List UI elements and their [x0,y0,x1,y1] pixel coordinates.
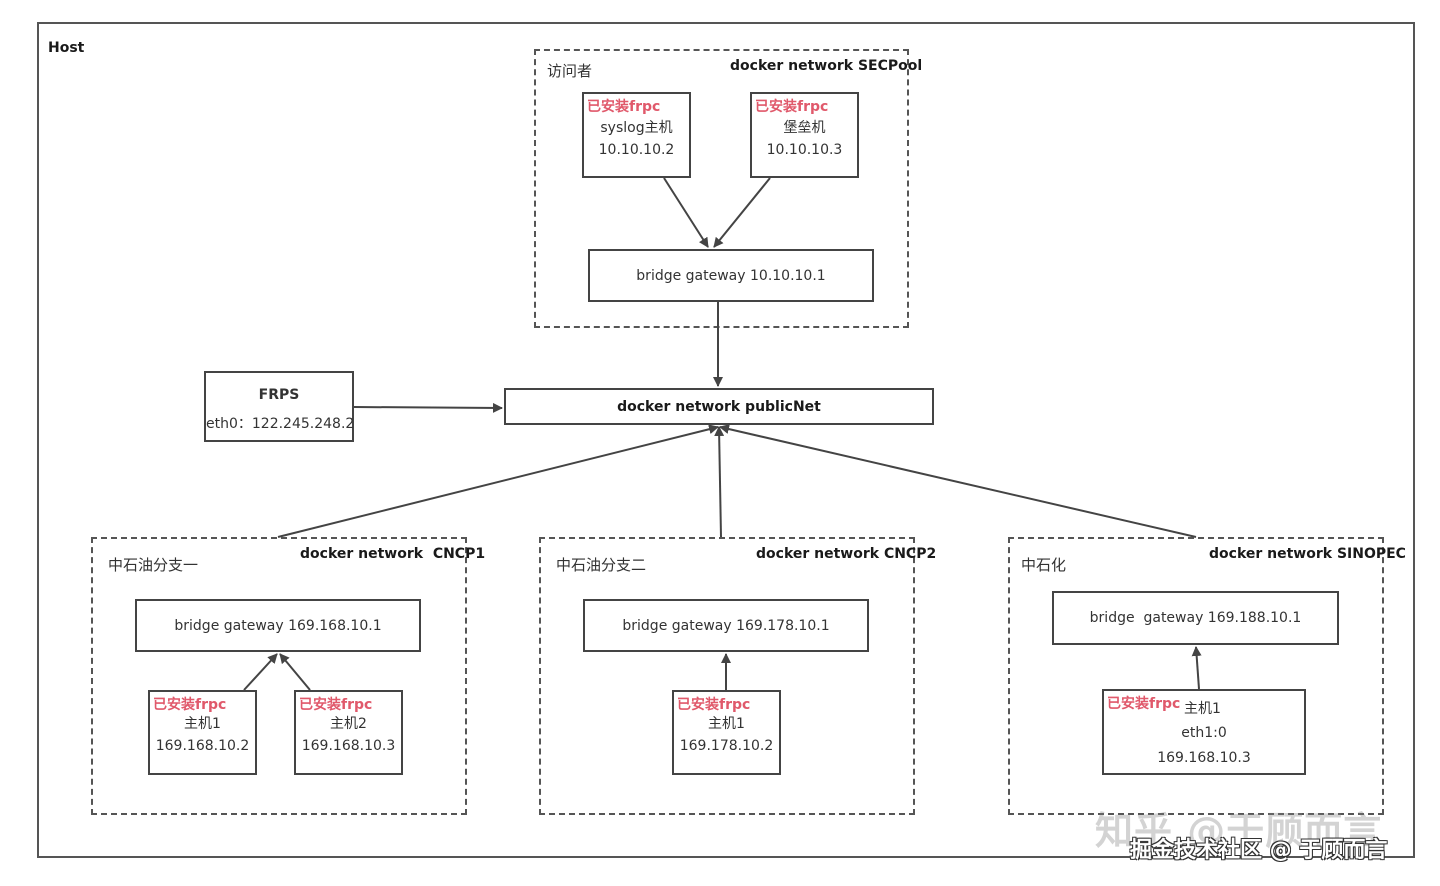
bastion-to-gateway-arrow [713,177,771,248]
sinopec-group [1008,537,1384,815]
bastion-host-node[interactable]: 已安装frpc 堡垒机 10.10.10.3 [750,92,859,178]
cncp2-host1-node[interactable]: 已安装frpc 主机1 169.178.10.2 [672,690,781,775]
publicnet-box[interactable]: docker network publicNet [504,388,934,425]
cncp1-group [91,537,467,815]
sinopec-host1-to-gateway-arrow [1191,646,1202,690]
frpc-installed-tag: 已安装frpc [587,99,661,115]
cncp2-gateway-box[interactable]: bridge gateway 169.178.10.1 [583,599,869,652]
sinopec-to-publicnet-arrow [719,424,1197,538]
cncp1-host2-ip: 169.168.10.3 [301,738,396,754]
frps-title: FRPS [258,387,300,403]
cncp2-group-label: 中石油分支二 [556,556,647,574]
cncp2-network-label: docker network CNCP2 [756,546,937,562]
sinopec-group-label: 中石化 [1021,556,1067,574]
cncp1-host2-to-gateway-arrow [279,653,311,691]
cncp2-host1-ip: 169.178.10.2 [679,738,774,754]
secpool-gateway-box[interactable]: bridge gateway 10.10.10.1 [588,249,874,302]
cncp1-network-label: docker network CNCP1 [300,546,486,562]
watermark-secondary: 掘金技术社区 @ 于顾而言 [1130,838,1388,863]
sinopec-network-label: docker network SINOPEC [1209,546,1406,562]
secpool-group [534,49,909,328]
frps-node[interactable]: FRPS eth0：122.245.248.2 [204,371,354,442]
syslog-to-gateway-arrow [663,177,709,248]
sinopec-host1-ip: 169.168.10.3 [1157,750,1251,766]
host-label: Host [48,40,85,56]
sinopec-host1-node[interactable]: 已安装frpc 主机1 eth1:0 169.168.10.3 [1102,689,1306,775]
cncp1-host1-to-gateway-arrow [243,653,278,691]
watermark-primary: 知乎 @于顾而言 [1095,809,1383,853]
frps-eth: eth0：122.245.248.2 [206,416,355,432]
cncp1-gateway-box[interactable]: bridge gateway 169.168.10.1 [135,599,421,652]
secpool-group-label: 访问者 [547,62,593,80]
frpc-installed-tag: 已安装frpc [677,697,751,713]
bastion-host-name: 堡垒机 [783,120,826,136]
cncp2-to-publicnet-arrow [714,426,725,538]
syslog-host-ip: 10.10.10.2 [598,142,675,158]
frpc-installed-tag: 已安装frpc [1107,696,1181,712]
secpool-network-label: docker network SECPool [730,58,923,74]
frpc-installed-tag: 已安装frpc [755,99,829,115]
sinopec-host1-eth: eth1:0 [1181,725,1227,741]
cncp2-host1-name: 主机1 [708,716,745,732]
syslog-host-node[interactable]: 已安装frpc syslog主机 10.10.10.2 [582,92,691,178]
cncp1-group-label: 中石油分支一 [108,556,199,574]
syslog-host-name: syslog主机 [600,120,673,136]
cncp1-host1-node[interactable]: 已安装frpc 主机1 169.168.10.2 [148,690,257,775]
cncp1-host2-node[interactable]: 已安装frpc 主机2 169.168.10.3 [294,690,403,775]
cncp1-host2-name: 主机2 [330,716,367,732]
cncp1-host1-ip: 169.168.10.2 [155,738,250,754]
frps-to-publicnet-arrow [353,402,503,413]
sinopec-host1-name: 主机1 [1184,701,1221,717]
sinopec-gateway-box[interactable]: bridge gateway 169.188.10.1 [1052,591,1339,645]
host-frame [37,22,1415,858]
cncp2-group [539,537,915,815]
cncp1-host1-name: 主机1 [184,716,221,732]
frpc-installed-tag: 已安装frpc [153,697,227,713]
cncp1-to-publicnet-arrow [277,424,719,538]
bastion-host-ip: 10.10.10.3 [766,142,843,158]
frpc-installed-tag: 已安装frpc [299,697,373,713]
